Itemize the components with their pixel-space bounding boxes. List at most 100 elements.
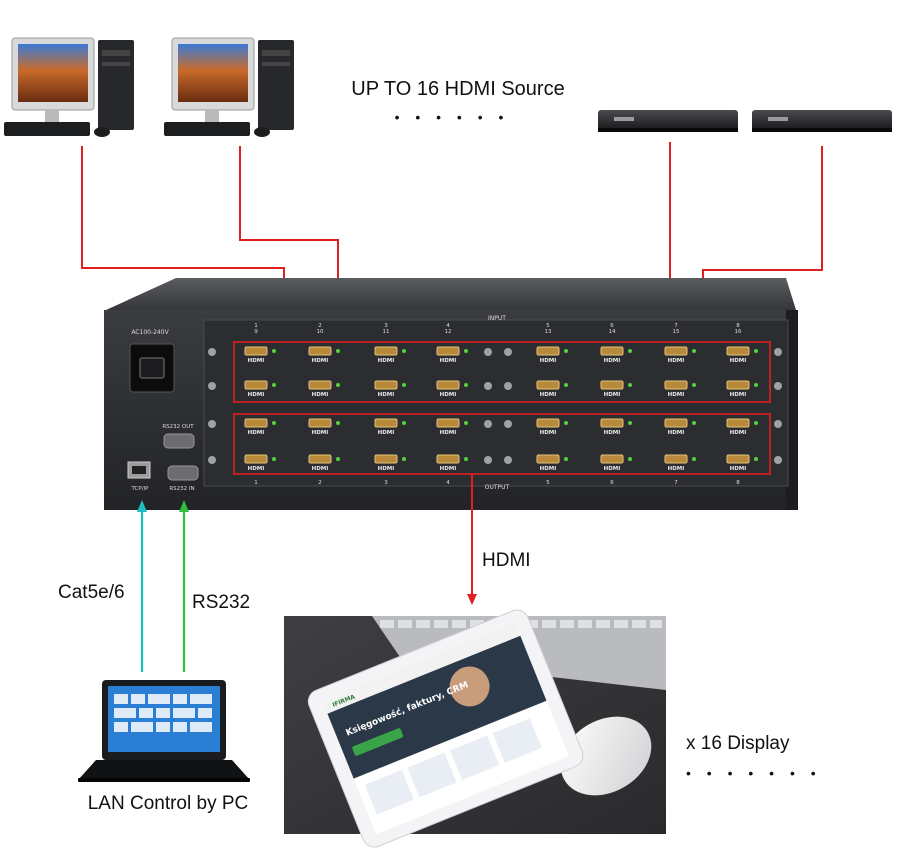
hdmi-port: HDMI xyxy=(244,418,276,436)
hdmi-port-label: HDMI xyxy=(604,358,621,364)
status-led xyxy=(272,457,276,461)
slot-number: 2 xyxy=(318,480,322,486)
status-led xyxy=(754,383,758,387)
slot-number: 4 xyxy=(446,323,450,329)
output-line xyxy=(467,474,477,605)
hdmi-port: HDMI xyxy=(536,418,568,436)
status-led xyxy=(692,457,696,461)
status-led xyxy=(464,457,468,461)
status-led xyxy=(628,349,632,353)
status-led xyxy=(692,421,696,425)
hdmi-port-label: HDMI xyxy=(378,430,395,436)
hdmi-port: HDMI xyxy=(600,454,632,472)
hdmi-port-label: HDMI xyxy=(604,430,621,436)
sources-dots: • • • • • • xyxy=(395,109,510,125)
hdmi-port-label: HDMI xyxy=(312,430,329,436)
hdmi-label: HDMI xyxy=(482,550,531,571)
status-led xyxy=(564,457,568,461)
source-pc-1 xyxy=(4,37,134,137)
slot-number: 5 xyxy=(546,480,550,486)
rs232-line xyxy=(179,500,189,672)
hdmi-port-label: HDMI xyxy=(540,466,557,472)
slot-number: 1 xyxy=(254,323,258,329)
hdmi-port-label: HDMI xyxy=(604,466,621,472)
rs232-label: RS232 xyxy=(192,592,250,613)
hdmi-port: HDMI xyxy=(726,346,758,364)
status-led xyxy=(402,383,406,387)
hdmi-port: HDMI xyxy=(436,346,468,364)
hdmi-port: HDMI xyxy=(308,380,340,398)
status-led xyxy=(692,349,696,353)
hdmi-port-label: HDMI xyxy=(730,358,747,364)
hdmi-port-label: HDMI xyxy=(378,466,395,472)
tcpip-label: TCP/IP xyxy=(131,486,150,492)
status-led xyxy=(754,457,758,461)
hdmi-port-label: HDMI xyxy=(248,392,265,398)
status-led xyxy=(336,421,340,425)
slot-number: 4 xyxy=(446,480,450,486)
hdmi-port-label: HDMI xyxy=(730,430,747,436)
display-label: x 16 Display xyxy=(686,733,790,754)
hdmi-port: HDMI xyxy=(374,418,406,436)
hdmi-port: HDMI xyxy=(536,454,568,472)
hdmi-port-label: HDMI xyxy=(440,392,457,398)
slot-number: 7 xyxy=(674,323,678,329)
slot-number: 9 xyxy=(254,329,258,335)
source-player-2 xyxy=(752,110,892,132)
hdmi-port-label: HDMI xyxy=(312,358,329,364)
status-led xyxy=(754,421,758,425)
hdmi-port-label: HDMI xyxy=(604,392,621,398)
hdmi-port: HDMI xyxy=(726,380,758,398)
pc-label: LAN Control by PC xyxy=(88,793,249,814)
status-led xyxy=(628,421,632,425)
power-label: AC100-240V xyxy=(131,329,169,336)
slot-number: 6 xyxy=(610,323,614,329)
hdmi-port: HDMI xyxy=(664,380,696,398)
status-led xyxy=(464,383,468,387)
hdmi-port-label: HDMI xyxy=(440,430,457,436)
hdmi-port: HDMI xyxy=(664,346,696,364)
hdmi-port: HDMI xyxy=(374,380,406,398)
slot-number: 3 xyxy=(384,323,388,329)
status-led xyxy=(628,383,632,387)
hdmi-port-label: HDMI xyxy=(540,358,557,364)
hdmi-port-label: HDMI xyxy=(378,358,395,364)
hdmi-port: HDMI xyxy=(726,418,758,436)
status-led xyxy=(464,421,468,425)
status-led xyxy=(336,349,340,353)
status-led xyxy=(272,421,276,425)
status-led xyxy=(564,421,568,425)
hdmi-port: HDMI xyxy=(536,380,568,398)
rs232-out-label: RS232 OUT xyxy=(162,424,194,430)
hdmi-port-label: HDMI xyxy=(248,430,265,436)
source-player-1 xyxy=(598,110,738,132)
slot-number: 13 xyxy=(545,329,552,335)
cat5-label: Cat5e/6 xyxy=(58,582,125,603)
hdmi-port-label: HDMI xyxy=(540,430,557,436)
hdmi-port-label: HDMI xyxy=(440,358,457,364)
cat5-line xyxy=(137,500,147,672)
hdmi-port: HDMI xyxy=(664,454,696,472)
hdmi-port-label: HDMI xyxy=(248,466,265,472)
status-led xyxy=(464,349,468,353)
hdmi-port: HDMI xyxy=(436,418,468,436)
status-led xyxy=(336,383,340,387)
slot-number: 5 xyxy=(546,323,550,329)
slot-number: 14 xyxy=(609,329,616,335)
hdmi-port: HDMI xyxy=(244,346,276,364)
input-label: INPUT xyxy=(488,315,506,322)
hdmi-port: HDMI xyxy=(436,454,468,472)
slot-number: 16 xyxy=(735,329,742,335)
control-laptop xyxy=(78,680,250,782)
status-led xyxy=(754,349,758,353)
hdmi-port-label: HDMI xyxy=(668,430,685,436)
hdmi-port-label: HDMI xyxy=(730,466,747,472)
hdmi-port-label: HDMI xyxy=(312,466,329,472)
slot-number: 2 xyxy=(318,323,322,329)
hdmi-port-label: HDMI xyxy=(668,466,685,472)
hdmi-port: HDMI xyxy=(600,418,632,436)
matrix-switcher: AC100-240V RS232 OUT RS232 IN TCP/IP INP… xyxy=(104,278,798,510)
